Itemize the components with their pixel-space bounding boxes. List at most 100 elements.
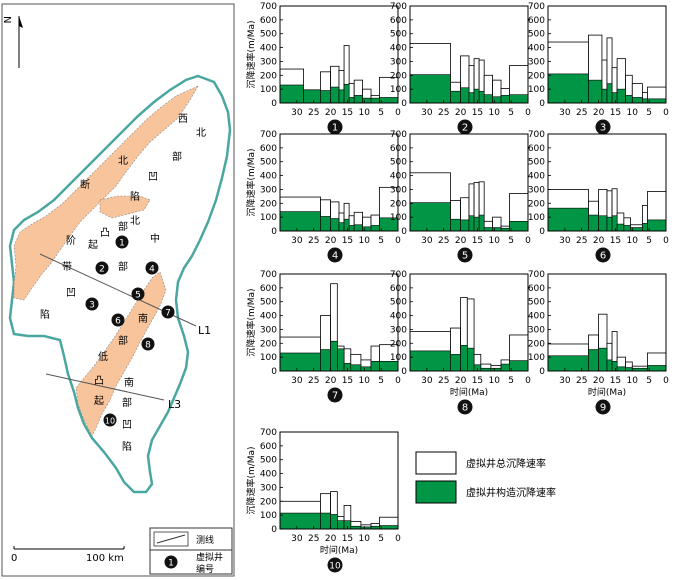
x-tick-label: 10 <box>489 108 501 118</box>
tectonic-subsidence-bar <box>370 225 380 232</box>
plot-frame <box>409 273 529 372</box>
region-char: 北 <box>118 155 128 167</box>
svg-text:2: 2 <box>99 265 105 275</box>
tectonic-subsidence-bar <box>623 225 631 232</box>
x-tick-label: 20 <box>325 236 337 246</box>
svg-text:10: 10 <box>105 417 115 426</box>
tectonic-subsidence-bar <box>362 226 372 232</box>
y-tick-label: 600 <box>260 284 277 294</box>
x-tick-label: 25 <box>438 236 449 246</box>
plot-frame <box>409 5 529 104</box>
y-tick-label: 300 <box>260 57 277 67</box>
chart-id-label: 5 <box>462 251 468 262</box>
y-tick-label: 700 <box>528 130 545 140</box>
region-char: 凹 <box>148 172 158 183</box>
tectonic-subsidence-bar <box>338 222 345 232</box>
y-tick-label: 200 <box>260 339 277 349</box>
y-tick-label: 400 <box>528 44 545 54</box>
tectonic-subsidence-bar <box>370 360 380 372</box>
y-tick-label: 0 <box>271 367 277 377</box>
svg-text:6: 6 <box>115 317 121 327</box>
x-tick-label: 20 <box>593 376 605 386</box>
x-tick-label: 5 <box>378 236 384 246</box>
x-tick-label: 30 <box>559 376 571 386</box>
north-label: N <box>1 16 12 23</box>
x-tick-label: 10 <box>359 534 371 544</box>
x-tick-label: 20 <box>325 534 337 544</box>
y-tick-label: 300 <box>528 325 545 335</box>
tectonic-subsidence-bar <box>343 218 350 232</box>
x-tick-label: 20 <box>593 236 605 246</box>
x-tick-label: 0 <box>663 236 669 246</box>
tectonic-subsidence-bar <box>509 221 529 232</box>
tectonic-subsidence-bar <box>330 86 340 104</box>
tectonic-subsidence-bar <box>598 347 608 372</box>
x-tick-label: 25 <box>438 376 449 386</box>
tectonic-subsidence-bar <box>509 94 529 104</box>
x-tick-label: 15 <box>472 236 483 246</box>
y-tick-label: 400 <box>390 312 407 322</box>
region-char: 低 <box>98 350 108 363</box>
tectonic-subsidence-bar <box>353 224 363 232</box>
y-tick-label: 300 <box>260 325 277 335</box>
scale-bar: 0 100 km <box>11 546 125 564</box>
tectonic-subsidence-bar <box>468 215 475 232</box>
y-tick-label: 500 <box>390 30 407 40</box>
chart-id-label: 4 <box>332 251 338 262</box>
legend-total-swatch <box>415 451 457 475</box>
tectonic-subsidence-bar <box>360 366 372 372</box>
y-tick-label: 100 <box>528 353 545 363</box>
x-tick-label: 20 <box>455 236 467 246</box>
line-label-l1: L1 <box>198 324 211 337</box>
well-marker: 4 <box>145 261 159 275</box>
x-tick-label: 5 <box>508 236 514 246</box>
tectonic-subsidence-bar <box>478 214 485 232</box>
tectonic-subsidence-bar <box>343 83 350 104</box>
y-tick-label: 700 <box>528 270 545 280</box>
y-tick-label: 100 <box>528 85 545 95</box>
tectonic-subsidence-bar <box>588 349 599 372</box>
tectonic-subsidence-bar <box>547 207 589 232</box>
x-tick-label: 20 <box>325 108 337 118</box>
tectonic-subsidence-bar <box>468 92 475 104</box>
map-panel: N L1 L3 西 北 部 凹 陷 北 断 部 北 中 阶 凸 起 带 <box>1 3 235 577</box>
y-tick-label: 300 <box>390 57 407 67</box>
tectonic-subsidence-bar <box>450 218 461 232</box>
region-char: 南 <box>138 312 148 325</box>
y-tick-label: 500 <box>260 298 277 308</box>
tectonic-subsidence-bar <box>338 89 345 104</box>
legend-well-label: 编号 <box>196 563 214 575</box>
tectonic-subsidence-bar <box>467 347 475 372</box>
chart-id-badge <box>327 387 343 403</box>
y-axis-label: 沉降速率(m/Ma) <box>245 288 257 356</box>
tectonic-subsidence-bar <box>598 215 608 232</box>
x-tick-label: 20 <box>593 108 605 118</box>
y-tick-label: 100 <box>528 213 545 223</box>
tectonic-subsidence-bar <box>631 97 643 104</box>
tectonic-subsidence-bar <box>606 83 613 104</box>
plot-frame <box>279 273 399 372</box>
x-tick-label: 0 <box>663 376 669 386</box>
tectonic-subsidence-bar <box>625 367 633 372</box>
x-tick-label: 5 <box>508 376 514 386</box>
scale-zero: 0 <box>11 553 17 564</box>
tectonic-subsidence-bar <box>642 223 648 232</box>
x-tick-label: 0 <box>525 236 531 246</box>
x-tick-label: 10 <box>359 376 371 386</box>
chart-id-badge <box>595 247 611 263</box>
region-char: 部 <box>122 396 132 409</box>
y-tick-label: 700 <box>390 270 407 280</box>
x-tick-label: 20 <box>455 376 467 386</box>
y-tick-label: 200 <box>260 71 277 81</box>
chart-id-badge <box>327 247 343 263</box>
y-tick-label: 400 <box>390 172 407 182</box>
tectonic-subsidence-bar <box>625 95 633 104</box>
region-char: 北 <box>130 215 140 227</box>
tectonic-subsidence-bar <box>473 88 480 104</box>
line-label-l3: L3 <box>168 398 181 411</box>
x-axis-label: 时间(Ma) <box>588 386 626 398</box>
y-tick-label: 400 <box>260 470 277 480</box>
y-tick-label: 400 <box>528 172 545 182</box>
y-tick-label: 400 <box>260 44 277 54</box>
